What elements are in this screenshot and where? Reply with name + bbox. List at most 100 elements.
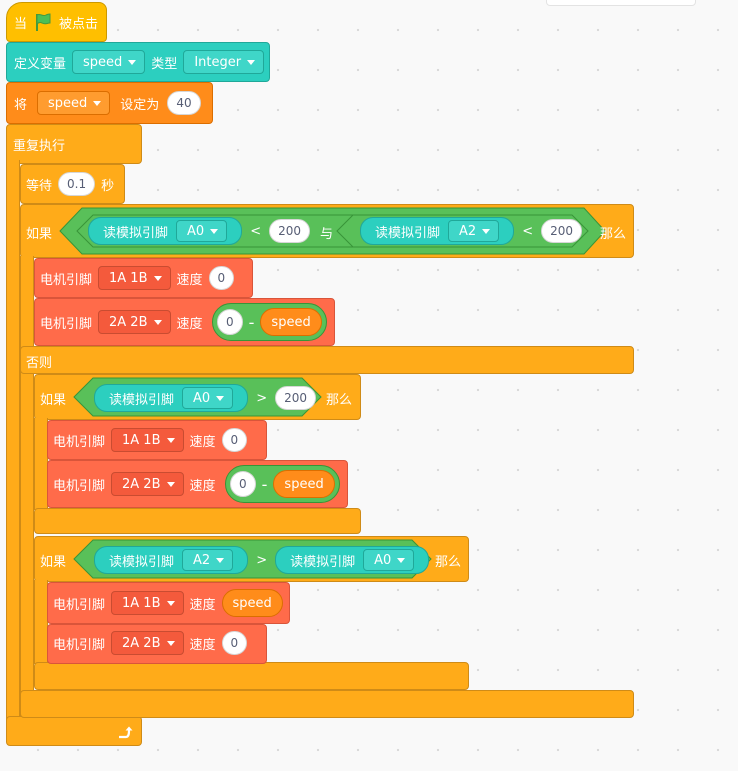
wait-row: 等待 0.1 秒	[20, 172, 114, 196]
motor-pin-dropdown[interactable]: 1A 1B	[111, 591, 184, 615]
read-analog-pin-label: 读模拟引脚	[109, 554, 175, 570]
compare-value-input[interactable]: 200	[541, 219, 582, 243]
dropdown-caret-icon	[166, 600, 175, 606]
if2-condition[interactable]: 读模拟引脚 A0 > 200	[94, 384, 316, 412]
subtract-operator[interactable]: 0 - speed	[212, 303, 327, 341]
dropdown-caret-icon	[153, 275, 162, 281]
read-analog-pin-label: 读模拟引脚	[375, 225, 441, 241]
define-variable-dropdown[interactable]: speed	[72, 50, 146, 74]
if1-right-condition[interactable]: 读模拟引脚 A2 < 200	[360, 217, 582, 245]
motor-pin-label: 电机引脚	[40, 316, 93, 332]
motor-row: 电机引脚 2A 2B 速度 0	[47, 631, 248, 655]
define-variable-value: speed	[83, 54, 123, 70]
and-label: 与	[320, 227, 334, 242]
else-bar[interactable]	[20, 346, 634, 374]
seconds-label: 秒	[101, 178, 115, 194]
if-label: 如果	[40, 555, 67, 570]
motor-pin-dropdown[interactable]: 1A 1B	[111, 428, 184, 452]
read-analog-pin-reporter[interactable]: 读模拟引脚 A2	[94, 546, 249, 574]
speed-label: 速度	[176, 316, 203, 332]
when-flag-clicked-block[interactable]	[6, 2, 107, 42]
if-block-3-bottom	[34, 662, 469, 690]
green-flag-icon	[36, 13, 51, 31]
set-value-input[interactable]: 40	[167, 91, 201, 115]
pin-value: A0	[187, 223, 205, 239]
motor-pin-dropdown[interactable]: 2A 2B	[111, 472, 184, 496]
if-label: 如果	[40, 393, 67, 408]
pin-value: A2	[193, 552, 211, 568]
pin-dropdown[interactable]: A2	[448, 220, 500, 242]
read-analog-pin-reporter[interactable]: 读模拟引脚 A2	[360, 217, 515, 245]
less-than-operator: <	[522, 223, 534, 239]
pin-dropdown[interactable]: A0	[363, 549, 415, 571]
dropdown-caret-icon	[210, 228, 219, 234]
motor-pin-dropdown[interactable]: 2A 2B	[98, 310, 171, 334]
motor-pin-label: 电机引脚	[53, 637, 106, 653]
dropdown-caret-icon	[247, 59, 256, 65]
speed-variable-reporter[interactable]: speed	[260, 308, 322, 336]
dropdown-caret-icon	[397, 557, 406, 563]
subtract-left-input[interactable]: 0	[230, 471, 256, 497]
read-analog-pin-reporter[interactable]: 读模拟引脚 A0	[94, 384, 249, 412]
if-else-block-arm	[20, 256, 34, 716]
motor-pin-value: 2A 2B	[122, 635, 161, 651]
wait-seconds-input[interactable]: 0.1	[58, 172, 96, 196]
speed-label: 速度	[176, 272, 203, 288]
wait-label: 等待	[26, 178, 53, 194]
dropdown-caret-icon	[216, 557, 225, 563]
set-label: 将	[14, 97, 28, 113]
compare-value-input[interactable]: 200	[269, 219, 310, 243]
set-row: 将 speed 设定为 40	[8, 91, 201, 115]
speed-input[interactable]: 0	[221, 631, 248, 655]
dropdown-caret-icon	[482, 228, 491, 234]
motor-pin-value: 1A 1B	[109, 270, 148, 286]
forever-label: 重复执行	[13, 139, 66, 154]
speed-input[interactable]: 0	[208, 266, 235, 290]
read-analog-pin-label: 读模拟引脚	[290, 554, 356, 570]
forever-block-top[interactable]	[6, 124, 142, 164]
pin-dropdown[interactable]: A0	[176, 220, 228, 242]
forever-block-bottom	[6, 716, 142, 746]
greater-than-operator: >	[256, 390, 268, 406]
motor-pin-dropdown[interactable]: 2A 2B	[111, 631, 184, 655]
read-analog-pin-reporter[interactable]: 读模拟引脚 A0	[88, 217, 243, 245]
else-label: 否则	[26, 356, 53, 371]
read-analog-pin-label: 读模拟引脚	[109, 392, 175, 408]
subtract-left-input[interactable]: 0	[217, 309, 243, 335]
motor-row: 电机引脚 1A 1B 速度 0	[47, 428, 248, 452]
palette-card-edge	[546, 0, 696, 6]
hat-row: 当 被点击	[8, 10, 98, 34]
speed-variable-reporter[interactable]: speed	[221, 589, 283, 617]
motor-pin-value: 2A 2B	[122, 476, 161, 492]
compare-value-input[interactable]: 200	[275, 386, 316, 410]
read-analog-pin-reporter[interactable]: 读模拟引脚 A0	[275, 546, 430, 574]
speed-input[interactable]: 0	[221, 428, 248, 452]
dropdown-caret-icon	[216, 395, 225, 401]
type-dropdown[interactable]: Integer	[183, 50, 265, 74]
dropdown-caret-icon	[153, 319, 162, 325]
motor-pin-label: 电机引脚	[53, 478, 106, 494]
when-label: 当	[14, 16, 28, 32]
set-to-label: 设定为	[120, 97, 160, 113]
then-label: 那么	[600, 227, 627, 242]
if-label: 如果	[26, 227, 53, 242]
if-block-2-bottom	[34, 508, 361, 534]
clicked-label: 被点击	[59, 16, 99, 32]
forever-block-arm	[6, 160, 20, 720]
type-value: Integer	[194, 54, 242, 70]
pin-value: A0	[193, 390, 211, 406]
pin-value: A2	[459, 223, 477, 239]
pin-dropdown[interactable]: A0	[182, 387, 234, 409]
dropdown-caret-icon	[166, 481, 175, 487]
read-analog-pin-label: 读模拟引脚	[103, 225, 169, 241]
subtract-operator[interactable]: 0 - speed	[225, 465, 340, 503]
pin-dropdown[interactable]: A2	[182, 549, 234, 571]
speed-variable-reporter[interactable]: speed	[273, 470, 335, 498]
set-variable-value: speed	[48, 95, 88, 111]
motor-pin-dropdown[interactable]: 1A 1B	[98, 266, 171, 290]
dropdown-caret-icon	[166, 640, 175, 646]
set-variable-dropdown[interactable]: speed	[37, 91, 111, 115]
motor-pin-label: 电机引脚	[53, 597, 106, 613]
